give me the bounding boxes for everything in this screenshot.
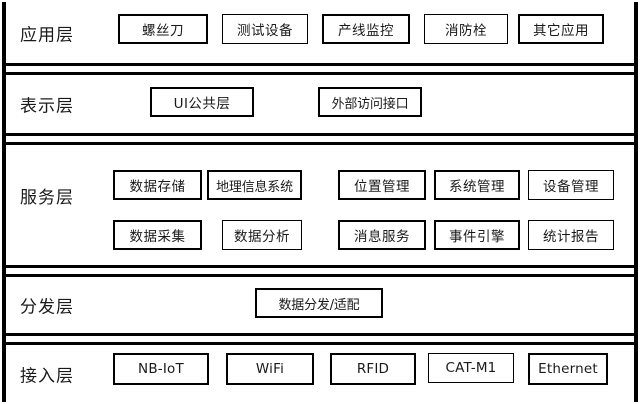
node-application-3[interactable]: 产线监控	[322, 14, 410, 44]
node-service-8[interactable]: 消息服务	[338, 220, 426, 250]
node-service-9[interactable]: 事件引擎	[434, 220, 520, 250]
node-service-3[interactable]: 位置管理	[338, 170, 426, 200]
node-distribution-1[interactable]: 数据分发/适配	[255, 288, 383, 318]
node-service-1[interactable]: 数据存储	[113, 170, 202, 200]
node-access-5[interactable]: Ethernet	[528, 353, 608, 385]
node-application-5[interactable]: 其它应用	[518, 14, 604, 44]
layer-label-application: 应用层	[20, 25, 74, 45]
layer-label-presentation: 表示层	[20, 96, 74, 117]
layer-label-distribution: 分发层	[20, 297, 74, 318]
node-access-3[interactable]: RFID	[330, 353, 416, 385]
node-service-2[interactable]: 地理信息系统	[207, 170, 302, 200]
node-access-4[interactable]: CAT-M1	[428, 353, 514, 383]
node-service-6[interactable]: 数据采集	[113, 220, 202, 250]
node-service-5[interactable]: 设备管理	[528, 170, 614, 200]
layer-label-access: 接入层	[20, 366, 74, 386]
node-application-1[interactable]: 螺丝刀	[118, 14, 208, 44]
node-presentation-2[interactable]: 外部访问接口	[318, 87, 422, 117]
layer-distribution: 分发层	[6, 274, 634, 336]
node-access-2[interactable]: WiFi	[226, 353, 314, 385]
node-service-10[interactable]: 统计报告	[528, 220, 614, 250]
node-application-4[interactable]: 消防栓	[424, 14, 508, 44]
layer-label-service: 服务层	[20, 188, 74, 208]
node-access-1[interactable]: NB-IoT	[113, 353, 209, 385]
node-service-7[interactable]: 数据分析	[222, 220, 302, 250]
node-presentation-1[interactable]: UI公共层	[150, 87, 254, 117]
node-service-4[interactable]: 系统管理	[434, 170, 520, 200]
node-application-2[interactable]: 测试设备	[222, 14, 308, 44]
